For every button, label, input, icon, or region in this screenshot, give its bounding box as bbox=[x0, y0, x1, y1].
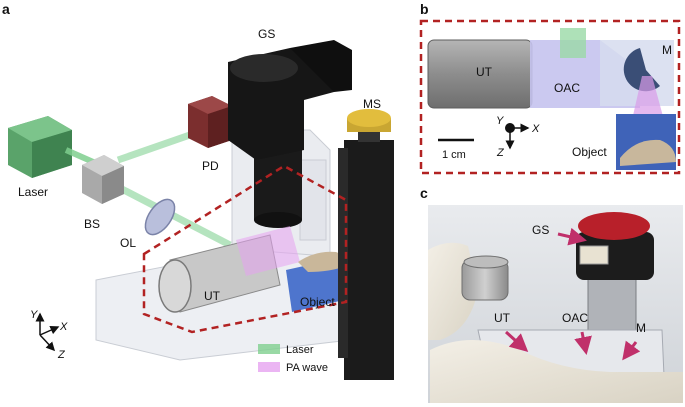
axis-x-label: X bbox=[59, 321, 68, 333]
b-axis-z-label: Z bbox=[496, 147, 505, 159]
mouse-object bbox=[298, 251, 347, 272]
c-label-ut: UT bbox=[494, 311, 511, 325]
galvo-scanner bbox=[228, 40, 352, 228]
c-arrow-m bbox=[622, 340, 641, 361]
panel-b: b UT OAC M Object 1 cm Y X Z bbox=[419, 1, 681, 175]
b-label-object: Object bbox=[572, 145, 607, 159]
legend-label-laser: Laser bbox=[286, 344, 314, 356]
legend: Laser PA wave bbox=[258, 344, 328, 374]
b-axis-y-label: Y bbox=[496, 115, 504, 127]
legend-swatch-laser bbox=[258, 344, 280, 354]
panel-a-letter: a bbox=[2, 1, 10, 17]
legend-label-pa-wave: PA wave bbox=[286, 362, 328, 374]
c-label-m: M bbox=[636, 321, 646, 335]
panel-c-letter: c bbox=[420, 185, 428, 201]
panel-a: a bbox=[2, 1, 394, 380]
c-galvo-body bbox=[576, 232, 654, 280]
c-arrow-ut bbox=[504, 330, 529, 353]
objective-lens bbox=[144, 198, 176, 236]
panel-b-letter: b bbox=[420, 1, 429, 17]
axis-z-label: Z bbox=[57, 349, 66, 361]
c-arrow-gs bbox=[557, 227, 587, 246]
c-device-block bbox=[587, 269, 637, 341]
c-arrow-oac bbox=[574, 331, 592, 355]
c-connector bbox=[579, 245, 609, 265]
panel-c: c GS UT OAC M bbox=[420, 185, 683, 403]
c-right-hand bbox=[430, 340, 683, 403]
legend-swatch-pa-wave bbox=[258, 362, 280, 372]
laser-beam-3 bbox=[118, 184, 232, 249]
b-label-oac: OAC bbox=[554, 81, 580, 95]
axes-triad-a: Y X Z bbox=[30, 309, 68, 361]
highlight-dashed-box bbox=[142, 164, 348, 334]
b-label-ut: UT bbox=[476, 65, 493, 79]
label-ut: UT bbox=[204, 289, 221, 303]
b-label-m: M bbox=[662, 43, 672, 57]
b-laser-beam bbox=[560, 28, 586, 58]
b-pa-beam bbox=[632, 76, 664, 120]
beam-splitter bbox=[82, 155, 124, 204]
c-galvo-cap bbox=[578, 212, 650, 240]
axes-triad-b: Y X Z bbox=[496, 115, 540, 159]
label-ol: OL bbox=[120, 236, 136, 250]
b-axis-x-label: X bbox=[531, 123, 540, 135]
pa-wave-region bbox=[236, 226, 300, 276]
b-scale-label: 1 cm bbox=[442, 149, 466, 161]
photodiode bbox=[188, 96, 232, 148]
object-stage bbox=[286, 258, 344, 312]
b-mouse bbox=[620, 139, 676, 166]
c-label-gs: GS bbox=[532, 223, 549, 237]
label-laser: Laser bbox=[18, 185, 48, 199]
label-bs: BS bbox=[84, 217, 100, 231]
label-ms: MS bbox=[363, 97, 381, 111]
c-label-oac: OAC bbox=[562, 311, 588, 325]
axis-y-label: Y bbox=[30, 309, 38, 321]
label-pd: PD bbox=[202, 159, 219, 173]
motorized-stage bbox=[338, 109, 394, 380]
laser-source bbox=[8, 116, 72, 178]
label-gs: GS bbox=[258, 27, 275, 41]
c-tube-end bbox=[463, 255, 509, 269]
label-object: Object bbox=[300, 295, 335, 309]
